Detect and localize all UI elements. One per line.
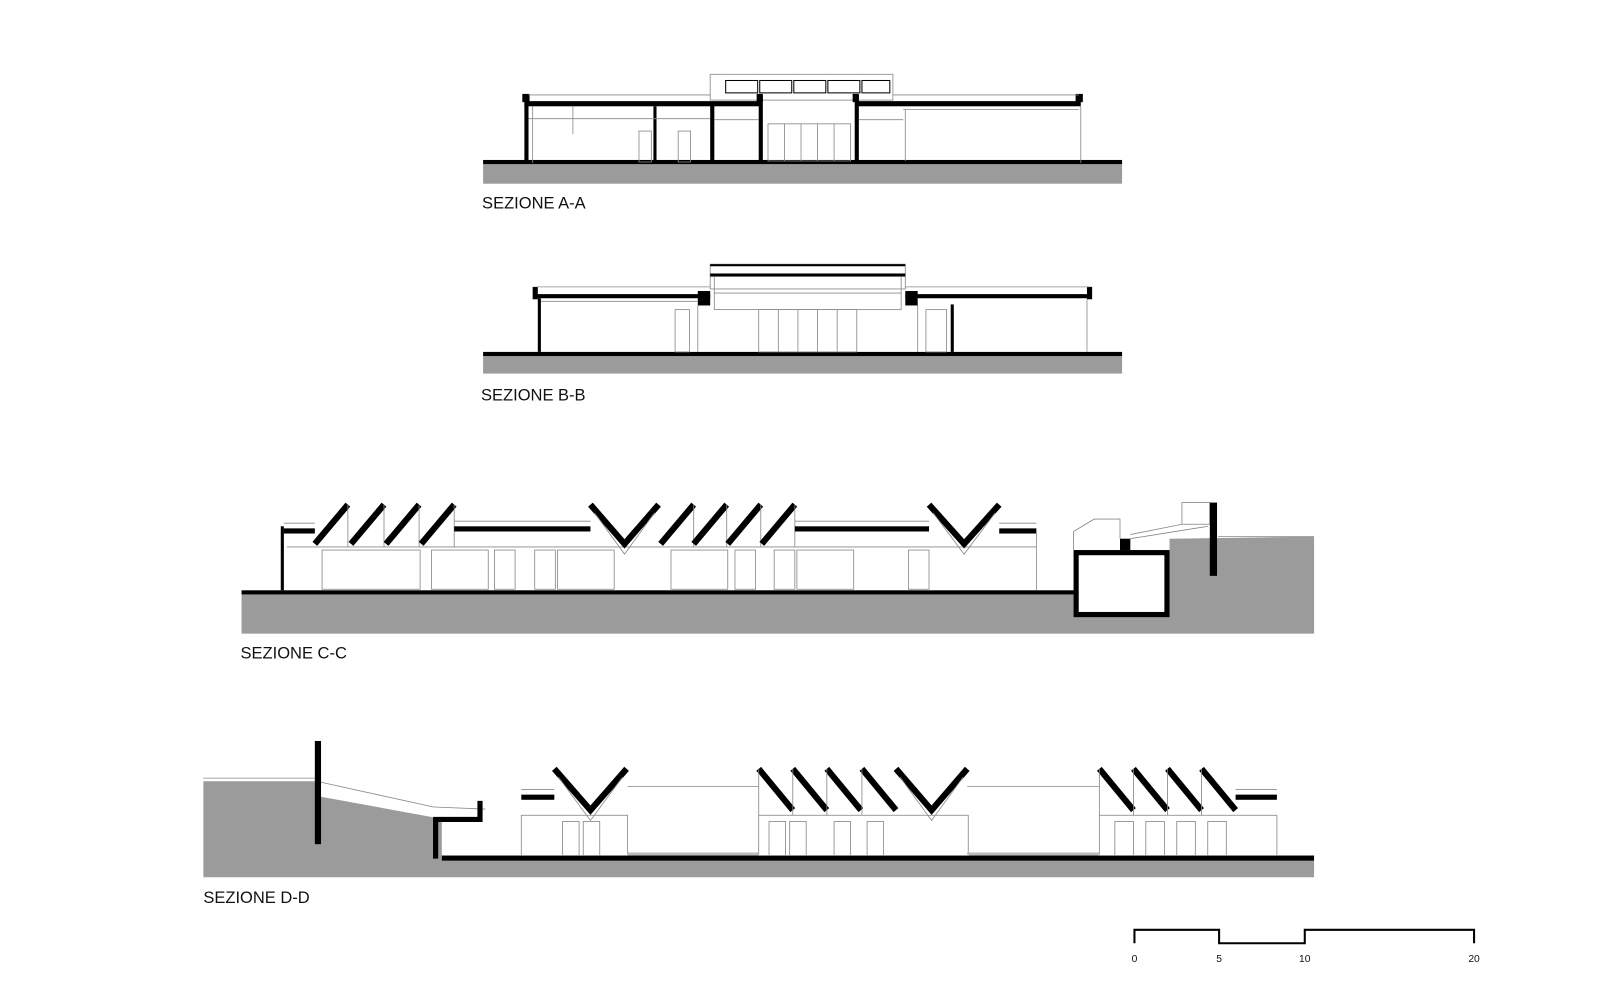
scale-bar: 0 5 10 20 — [1132, 928, 1480, 965]
door — [582, 821, 601, 856]
roof-valley — [588, 502, 661, 549]
door — [833, 821, 851, 856]
roof-tooth — [383, 502, 422, 546]
roof-sawtooth — [521, 766, 1277, 822]
raised-roof-outline — [709, 73, 894, 101]
window — [534, 549, 556, 590]
section-b-b — [483, 263, 1123, 374]
roof-tooth — [859, 766, 899, 813]
retaining-wall — [1209, 502, 1218, 576]
terrace-lines — [1073, 502, 1315, 551]
roof-tooth — [658, 502, 697, 546]
clerestory-windows — [725, 79, 891, 94]
door — [562, 821, 580, 856]
window — [321, 549, 421, 590]
floor-slab — [483, 351, 1123, 357]
roof-tooth — [691, 502, 730, 546]
window — [907, 549, 930, 590]
section-label-c: SEZIONE C-C — [241, 644, 347, 662]
roof-tooth — [418, 502, 457, 546]
flat-roof — [1235, 794, 1277, 800]
roof-tooth — [756, 766, 796, 813]
section-d-d — [203, 740, 1315, 878]
door — [1114, 821, 1134, 856]
roof-tooth — [725, 502, 764, 546]
door — [768, 821, 786, 856]
scale-tick-5: 5 — [1216, 954, 1222, 965]
roof-valley — [551, 766, 629, 815]
interior-lines — [528, 106, 1082, 164]
windows — [321, 549, 930, 590]
section-label-b: SEZIONE B-B — [481, 386, 586, 404]
entry-wall — [433, 800, 483, 859]
flat-roof — [454, 526, 591, 532]
courtyard-paving — [627, 852, 759, 856]
valley-ceiling — [899, 776, 964, 822]
window — [494, 549, 516, 590]
roof-valley — [926, 502, 1002, 549]
ground — [241, 536, 1315, 634]
section-c-c — [241, 502, 1315, 634]
window — [773, 549, 796, 590]
roof-tooth — [348, 502, 387, 546]
section-label-a: SEZIONE A-A — [482, 194, 586, 212]
floor-slab — [241, 590, 1076, 595]
roof-tooth — [1096, 766, 1136, 813]
valley-ceiling — [558, 776, 623, 822]
flat-roof — [794, 526, 930, 532]
retaining-wall — [314, 740, 322, 845]
section-label-d: SEZIONE D-D — [203, 889, 309, 907]
ground — [483, 163, 1123, 184]
door — [1207, 821, 1227, 856]
basement — [1073, 550, 1170, 618]
walls — [537, 298, 954, 352]
roof-tooth — [1199, 766, 1239, 813]
terrain-lines — [203, 777, 486, 810]
door — [789, 821, 807, 856]
roof-tooth — [1131, 766, 1170, 813]
scale-tick-0: 0 — [1132, 954, 1138, 965]
ground — [203, 781, 1315, 878]
room-outline — [758, 814, 969, 856]
floor-slab — [441, 855, 1315, 861]
roof-tooth — [312, 502, 351, 546]
roof-slabs — [532, 264, 1093, 306]
valley-ceiling — [594, 512, 655, 555]
flat-roof — [999, 528, 1037, 534]
roof-sawtooth — [283, 502, 1037, 591]
floor-slab — [483, 159, 1123, 165]
roof-valley — [893, 766, 970, 815]
window — [734, 549, 757, 590]
courtyard-paving — [967, 852, 1100, 856]
section-a-a — [483, 73, 1123, 184]
roof-tooth — [1165, 766, 1204, 813]
roof-tooth — [790, 766, 830, 813]
window — [796, 549, 855, 590]
valley-ceiling — [932, 512, 996, 555]
roof-tooth — [759, 502, 798, 546]
door — [866, 821, 885, 856]
window — [431, 549, 489, 590]
door — [1176, 821, 1196, 856]
scale-bar-line — [1133, 928, 1476, 945]
scale-tick-20: 20 — [1468, 954, 1480, 965]
scale-tick-10: 10 — [1299, 954, 1311, 965]
window — [670, 549, 729, 590]
door — [1145, 821, 1165, 856]
basement-parapet — [1120, 538, 1131, 551]
ground — [483, 355, 1123, 374]
roof-tooth — [824, 766, 864, 813]
window — [557, 549, 615, 590]
walls — [524, 94, 859, 164]
interior-lines — [540, 276, 1088, 353]
windows — [520, 814, 1278, 856]
flat-roof — [283, 528, 315, 534]
flat-roof — [521, 794, 555, 800]
walls — [280, 526, 284, 591]
